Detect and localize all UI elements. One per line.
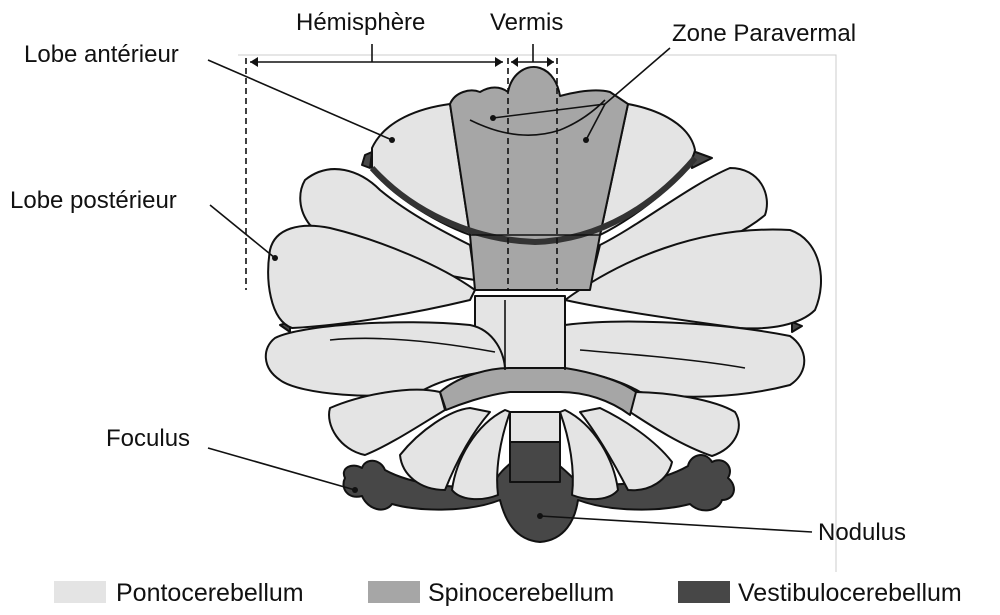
legend-swatch-pontocerebellum (54, 581, 106, 603)
frame (238, 54, 837, 572)
flocculus-dot (352, 487, 358, 493)
anterior-lobe-dot (389, 137, 395, 143)
vermis-label: Vermis (490, 9, 563, 36)
anterior-lobe-label: Lobe antérieur (24, 41, 179, 68)
posterior-lobe-label: Lobe postérieur (10, 187, 177, 214)
hemisphere-label: Hémisphère (296, 9, 425, 36)
legend-label-pontocerebellum: Pontocerebellum (116, 579, 304, 607)
paravermal-dot-1 (490, 115, 496, 121)
nodulus-dot (537, 513, 543, 519)
legend-label-spinocerebellum: Spinocerebellum (428, 579, 614, 607)
pontocerebellum-region (264, 103, 822, 501)
fissures (329, 99, 746, 370)
legend-label-vestibulocerebellum: Vestibulocerebellum (738, 579, 962, 607)
posterior-lobe-leader (209, 204, 276, 259)
nodulus-leader (539, 515, 813, 533)
paravermal-dot-2 (583, 137, 589, 143)
legend-swatch-vestibulocerebellum (678, 581, 730, 603)
paravermal-label: Zone Paravermal (672, 20, 856, 47)
flocculus-label: Foculus (106, 425, 190, 452)
posterior-lobe-dot (272, 255, 278, 261)
hemisphere-dimension (250, 44, 503, 67)
anterior-lobe-leader (207, 59, 393, 141)
legend: Pontocerebellum Spinocerebellum Vestibul… (54, 579, 962, 607)
vermis-dimension (511, 44, 554, 67)
flocculus-leader (207, 447, 356, 491)
region-guides (245, 58, 558, 290)
legend-swatch-spinocerebellum (368, 581, 420, 603)
paravermal-leader-branch (585, 103, 606, 141)
nodulus-label: Nodulus (818, 519, 906, 546)
